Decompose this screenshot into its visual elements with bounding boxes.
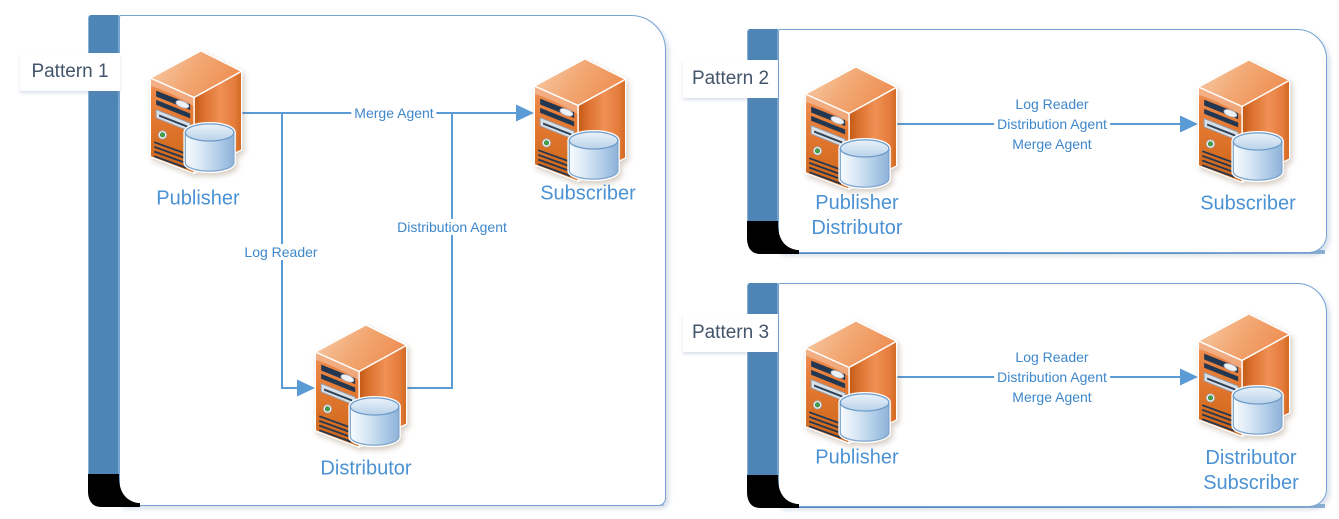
pattern-1-tab: Pattern 1 bbox=[20, 53, 120, 91]
connector-label-stack-p3: Log Reader Distribution Agent Merge Agen… bbox=[994, 347, 1110, 407]
arrowhead-to-subscriber-p2 bbox=[1180, 115, 1198, 133]
server-icon-publisher-distributor-p2 bbox=[803, 64, 899, 192]
server-label-distributor-subscriber-p3: Distributor Subscriber bbox=[1203, 447, 1299, 494]
server-label-publisher-p1: Publisher bbox=[156, 187, 240, 210]
pattern-1-ribbon bbox=[88, 15, 119, 474]
arrowhead-to-distributor-p1 bbox=[297, 379, 315, 397]
server-icon-publisher-p1 bbox=[148, 48, 244, 176]
server-icon-distributor-subscriber-p3 bbox=[1196, 311, 1292, 439]
connector-label-merge-agent: Merge Agent bbox=[351, 105, 437, 121]
arrowhead-to-distributor-subscriber-p3 bbox=[1180, 368, 1198, 386]
server-icon-distributor-p1 bbox=[313, 322, 409, 450]
server-label-distributor-p1: Distributor bbox=[320, 457, 412, 480]
server-label-publisher-p3: Publisher bbox=[815, 446, 899, 469]
server-label-publisher-distributor-p2: Publisher Distributor bbox=[811, 192, 903, 239]
pattern-2-tab: Pattern 2 bbox=[683, 60, 778, 98]
pattern-3-tab: Pattern 3 bbox=[683, 314, 778, 352]
server-icon-subscriber-p2 bbox=[1196, 57, 1292, 185]
pattern-1-label: Pattern 1 bbox=[31, 61, 109, 82]
server-icon-subscriber-p1 bbox=[532, 56, 628, 184]
connector-label-distribution-agent: Distribution Agent bbox=[394, 219, 510, 235]
connector-label-stack-p2: Log Reader Distribution Agent Merge Agen… bbox=[994, 94, 1110, 154]
pattern-3-label: Pattern 3 bbox=[691, 322, 770, 343]
connector-log-reader-line bbox=[281, 113, 299, 389]
server-icon-publisher-p3 bbox=[803, 318, 899, 446]
pattern-2-label: Pattern 2 bbox=[691, 68, 770, 89]
server-label-subscriber-p2: Subscriber bbox=[1200, 192, 1296, 215]
connector-label-log-reader: Log Reader bbox=[241, 244, 321, 260]
connector-distribution-agent-line bbox=[407, 113, 453, 389]
arrowhead-to-subscriber-p1 bbox=[516, 104, 534, 122]
server-label-subscriber-p1: Subscriber bbox=[540, 182, 636, 205]
